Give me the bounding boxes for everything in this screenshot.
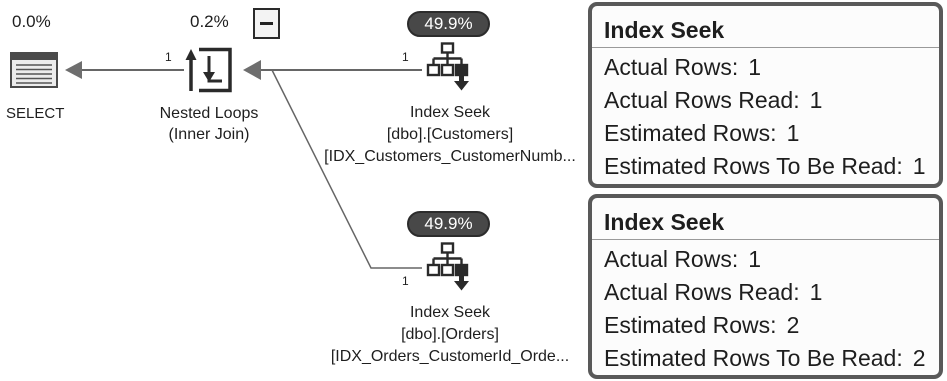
- property-value: 1: [809, 87, 823, 113]
- property-label: Estimated Rows To Be Read:: [604, 345, 903, 371]
- property-label: Actual Rows:: [604, 54, 739, 80]
- tooltip-row-actual-rows: Actual Rows: 1: [604, 243, 929, 276]
- index-seek-icon: [425, 42, 475, 92]
- tooltip-row-estimated-rows-to-be-read: Estimated Rows To Be Read: 1: [604, 150, 929, 183]
- tooltip-divider: [592, 239, 939, 240]
- tooltip-row-estimated-rows: Estimated Rows: 1: [604, 117, 929, 150]
- property-value: 1: [748, 246, 762, 272]
- object-name: [dbo].[Orders]: [401, 326, 499, 343]
- index-seek-label: Index Seek [dbo].[Orders] [IDX_Orders_Cu…: [305, 302, 595, 368]
- operator-name: Nested Loops: [159, 105, 259, 122]
- tooltip-title: Index Seek: [604, 17, 725, 43]
- tooltip-index-seek-customers: Index Seek Actual Rows: 1 Actual Rows Rea…: [588, 2, 943, 188]
- tooltip-index-seek-orders: Index Seek Actual Rows: 1 Actual Rows Rea…: [588, 194, 943, 379]
- edge-orders-seek-to-nested-loops: [271, 69, 422, 269]
- tooltip-row-actual-rows: Actual Rows: 1: [604, 51, 929, 84]
- nested-loops-label: Nested Loops (Inner Join): [148, 103, 270, 145]
- tooltip-row-actual-rows-read: Actual Rows Read: 1: [604, 276, 929, 309]
- edge-customers-seek-to-nested-loops: [243, 60, 422, 80]
- property-value: 1: [748, 54, 762, 80]
- arrowhead: [65, 61, 82, 79]
- cost-badge: 49.9%: [407, 211, 490, 237]
- select-cost-percent: 0.0%: [12, 12, 51, 31]
- cost-badge: 49.9%: [407, 11, 490, 37]
- tooltip-row-actual-rows-read: Actual Rows Read: 1: [604, 84, 929, 117]
- property-value: 1: [786, 120, 800, 146]
- property-value: 1: [809, 279, 823, 305]
- index-seek-operator-node[interactable]: [425, 42, 475, 92]
- operator-subtype: (Inner Join): [168, 126, 250, 143]
- index-seek-label: Index Seek [dbo].[Customers] [IDX_Custom…: [305, 102, 595, 168]
- select-operator-label: SELECT: [6, 105, 65, 122]
- property-value: 2: [912, 345, 926, 371]
- arrowhead: [243, 60, 261, 80]
- edge-row-count-label: 1: [165, 50, 172, 64]
- index-seek-icon: [425, 242, 475, 292]
- edge-row-count-label: 1: [402, 50, 409, 64]
- property-label: Actual Rows Read:: [604, 87, 800, 113]
- property-label: Estimated Rows:: [604, 120, 777, 146]
- index-seek-operator-node[interactable]: [425, 242, 475, 292]
- nested-loops-icon: [185, 45, 233, 93]
- property-label: Actual Rows:: [604, 246, 739, 272]
- property-label: Actual Rows Read:: [604, 279, 800, 305]
- tooltip-title: Index Seek: [604, 209, 725, 235]
- object-name: [dbo].[Customers]: [386, 126, 514, 143]
- select-icon: [10, 52, 58, 88]
- tooltip-row-estimated-rows: Estimated Rows: 2: [604, 309, 929, 342]
- tooltip-row-estimated-rows-to-be-read: Estimated Rows To Be Read: 2: [604, 342, 929, 375]
- minus-icon: [260, 22, 273, 25]
- property-value: 1: [912, 153, 926, 179]
- index-name: [IDX_Orders_CustomerId_Orde...: [330, 348, 570, 365]
- property-value: 2: [786, 312, 800, 338]
- edge-nested-loops-to-select: [65, 61, 184, 79]
- nested-loops-cost-percent: 0.2%: [190, 12, 229, 31]
- select-operator-node[interactable]: [10, 52, 58, 88]
- edge-line: [271, 69, 422, 269]
- tooltip-divider: [592, 47, 939, 48]
- edge-row-count-label: 1: [402, 274, 409, 288]
- index-name: [IDX_Customers_CustomerNumb...: [324, 148, 576, 165]
- operator-name: Index Seek: [409, 104, 491, 121]
- property-label: Estimated Rows To Be Read:: [604, 153, 903, 179]
- property-label: Estimated Rows:: [604, 312, 777, 338]
- collapse-button[interactable]: [253, 8, 280, 39]
- operator-name: Index Seek: [409, 304, 491, 321]
- nested-loops-operator-node[interactable]: [185, 45, 233, 93]
